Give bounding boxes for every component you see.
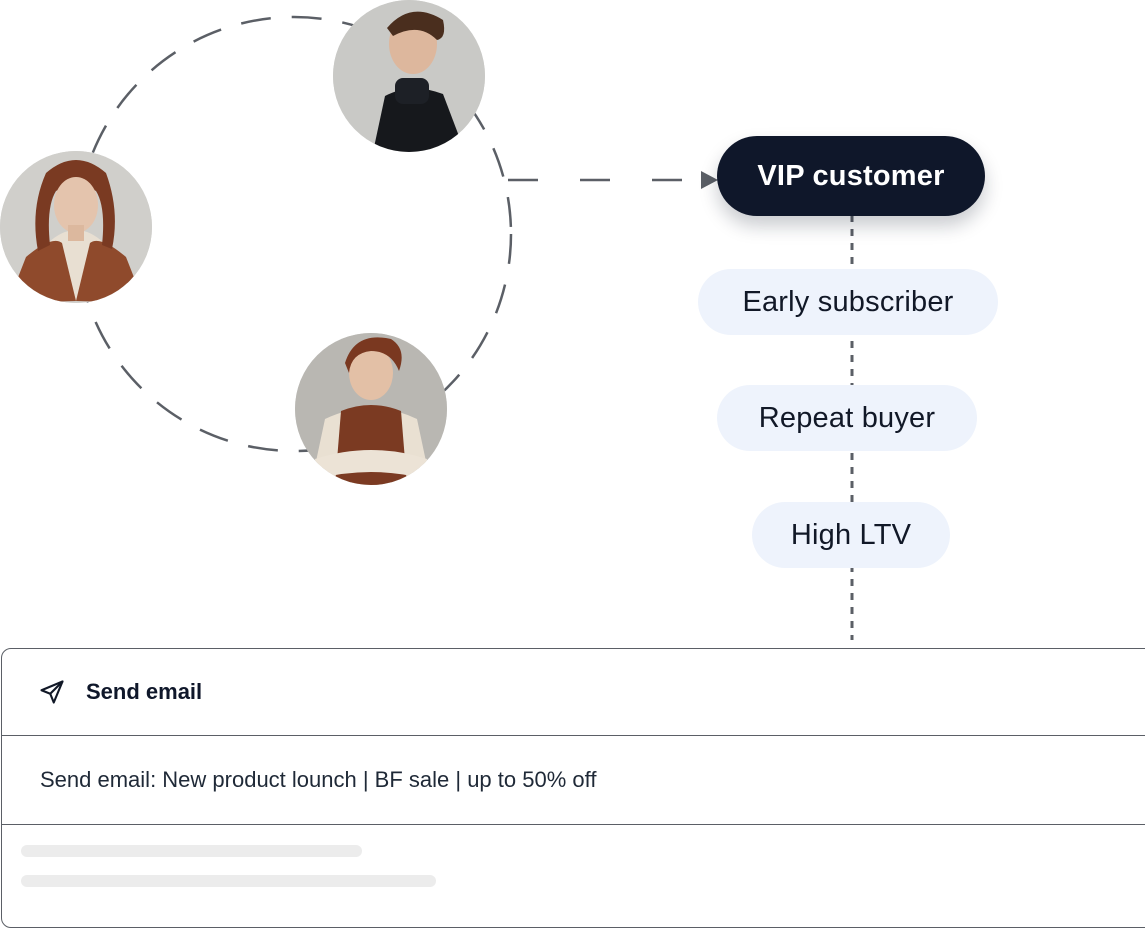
- early-subscriber-pill[interactable]: Early subscriber: [698, 269, 998, 335]
- high-ltv-pill[interactable]: High LTV: [752, 502, 950, 568]
- email-subject-text: Send email: New product lounch | BF sale…: [40, 767, 597, 792]
- arrow-head-icon: [701, 171, 718, 189]
- repeat-buyer-pill[interactable]: Repeat buyer: [717, 385, 977, 451]
- woman-in-brown-coat-avatar: [0, 151, 152, 303]
- send-email-card[interactable]: Send email Send email: New product lounc…: [1, 648, 1145, 928]
- man-in-brown-vest-avatar: [295, 333, 447, 485]
- vip-customer-pill[interactable]: VIP customer: [717, 136, 985, 216]
- skeleton-line: [21, 875, 436, 887]
- man-in-black-turtleneck-avatar: [333, 0, 485, 152]
- email-subject-row[interactable]: Send email: New product lounch | BF sale…: [2, 736, 1145, 825]
- skeleton-line: [21, 845, 362, 857]
- send-icon: [38, 678, 66, 706]
- send-email-title: Send email: [86, 679, 203, 704]
- send-email-header: Send email: [2, 649, 1145, 736]
